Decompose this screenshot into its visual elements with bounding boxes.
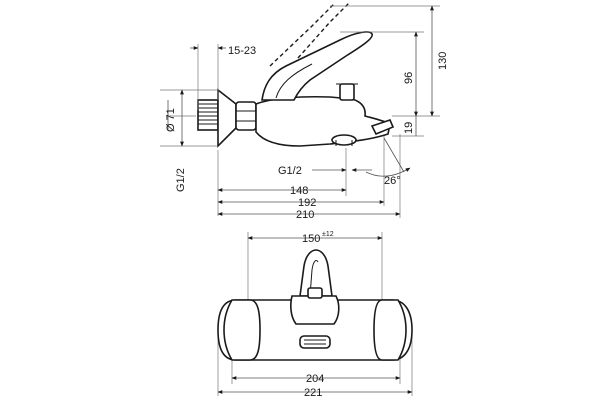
dim-148: 148 [217, 185, 347, 197]
front-diverter [307, 287, 323, 299]
dim-15-23: 15-23 [190, 45, 256, 57]
dim-130-label: 130 [437, 52, 449, 70]
dim-210: 210 [217, 209, 401, 221]
dim-150-tolerance: ±12 [322, 231, 334, 238]
dim-g12-left-label: G1/2 [175, 168, 187, 192]
wall-connection [197, 88, 257, 148]
dim-221-label: 221 [304, 387, 322, 399]
front-view: 150 ±12 204 221 [217, 231, 413, 399]
dim-192: 192 [217, 197, 385, 209]
dim-19: 19 [403, 116, 417, 136]
dim-26-deg: 26° [365, 137, 411, 187]
front-boss [290, 295, 340, 325]
side-view: 15-23 G1/2 Ø 71 130 96 19 [160, 1, 449, 221]
diverter-knob [336, 83, 358, 101]
dim-g12-outlet-label: G1/2 [278, 165, 302, 177]
dim-148-label: 148 [290, 185, 308, 197]
dim-204: 204 [231, 373, 401, 385]
dim-130: 130 [430, 5, 449, 117]
dim-26-deg-label: 26° [384, 175, 401, 187]
dim-96: 96 [403, 31, 418, 117]
right-cap [373, 299, 407, 361]
dim-204-label: 204 [306, 373, 324, 385]
dim-96-label: 96 [403, 72, 415, 84]
spout-outlet [370, 119, 395, 136]
lever-handle [261, 31, 373, 101]
dim-71: Ø 71 [165, 89, 184, 147]
lever-handle-open [269, 1, 351, 67]
front-handle [299, 249, 333, 297]
dim-150: 150 ±12 [247, 231, 383, 245]
left-cap [223, 299, 261, 361]
front-aerator [299, 335, 331, 349]
dim-19-label: 19 [403, 122, 415, 134]
lower-outlet [331, 134, 357, 146]
dim-192-label: 192 [298, 197, 316, 209]
dim-15-23-label: 15-23 [228, 45, 256, 57]
dim-150-label: 150 [302, 233, 320, 245]
dim-g12-left: G1/2 [167, 100, 187, 192]
dim-71-label: Ø 71 [165, 108, 177, 132]
mixer-body [255, 95, 391, 147]
dim-g12-outlet: G1/2 [278, 165, 372, 177]
dim-221: 221 [217, 387, 413, 399]
dim-210-label: 210 [296, 209, 314, 221]
